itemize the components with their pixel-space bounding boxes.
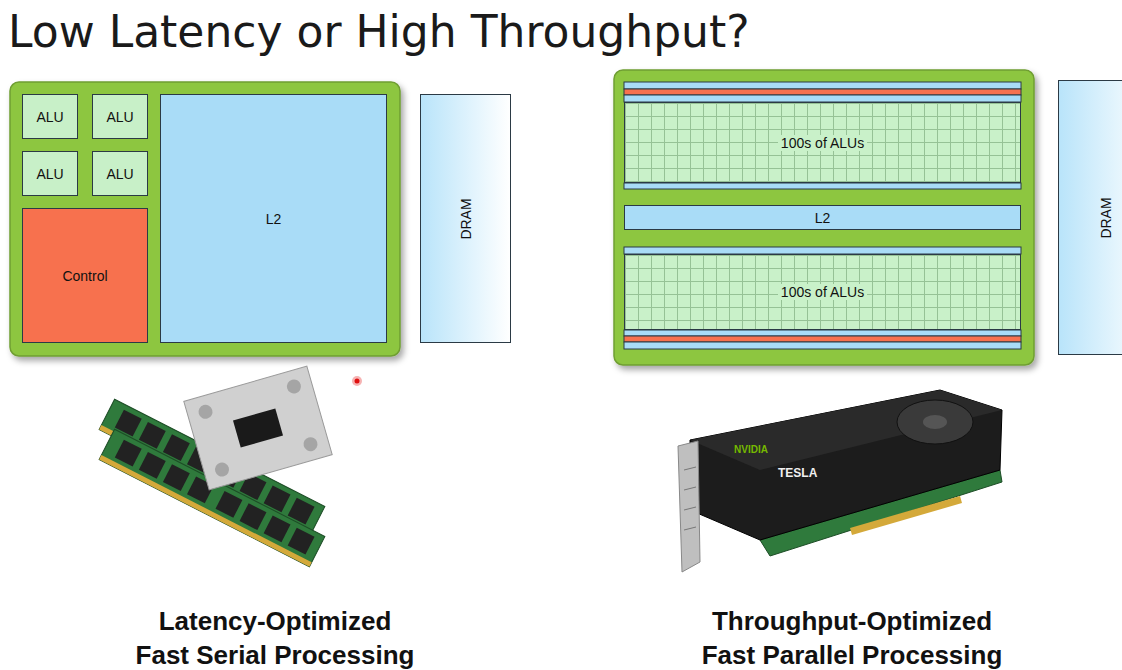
alu-box: ALU bbox=[92, 94, 148, 139]
cpu-package-part bbox=[197, 403, 214, 420]
gpu-card-part bbox=[684, 467, 696, 470]
gpu-card bbox=[678, 390, 1002, 572]
gpu-card-part bbox=[684, 507, 696, 510]
node-text: ALU bbox=[106, 109, 133, 125]
gpu-card-part bbox=[678, 441, 700, 572]
gpu-chip-part bbox=[624, 89, 1021, 95]
cpu-chip-part bbox=[10, 82, 400, 356]
node-text: Control bbox=[62, 268, 107, 284]
node-text: L2 bbox=[815, 210, 831, 226]
gpu-chip-part bbox=[624, 330, 1021, 336]
ram-sticks-part-part bbox=[240, 503, 267, 530]
caption-text: Fast Parallel Processing bbox=[602, 640, 1102, 670]
gpu-card-part bbox=[690, 390, 1002, 470]
product-text: TESLA bbox=[778, 466, 817, 480]
gpu-chip-part bbox=[624, 247, 1021, 254]
alu-array: 100s of ALUs bbox=[624, 254, 1021, 330]
gpu-card-part bbox=[684, 487, 696, 490]
ram-sticks-part-part bbox=[215, 491, 242, 518]
dram-box: DRAM bbox=[1058, 80, 1122, 355]
gpu-chip-part bbox=[624, 95, 1021, 102]
cursor-dot bbox=[352, 376, 362, 386]
ram-sticks-part-part bbox=[288, 528, 315, 555]
brand-text: NVIDIA bbox=[734, 444, 768, 455]
cursor-dot-part bbox=[355, 379, 360, 384]
ram-sticks-part-part bbox=[163, 464, 190, 491]
cpu-package-part bbox=[213, 461, 230, 478]
cpu-package-part bbox=[233, 408, 283, 447]
node-text: L2 bbox=[266, 211, 282, 227]
alu-box: ALU bbox=[92, 151, 148, 196]
gpu-card-part bbox=[684, 527, 696, 530]
node-text: DRAM bbox=[1098, 197, 1114, 238]
node-text: DRAM bbox=[457, 198, 473, 239]
caption-text: Fast Serial Processing bbox=[25, 640, 525, 670]
gpu-chip bbox=[614, 70, 1034, 365]
gpu-chip-part bbox=[624, 342, 1021, 349]
cache-box: L2 bbox=[624, 205, 1021, 230]
cursor-dot-part bbox=[352, 376, 362, 386]
node-text: 100s of ALUs bbox=[778, 284, 867, 300]
caption-text: Throughput-Optimized bbox=[602, 606, 1102, 637]
cpu-chip bbox=[10, 82, 400, 356]
slide-title: Low Latency or High Throughput? bbox=[8, 6, 750, 57]
alu-box: ALU bbox=[22, 151, 78, 196]
alu-array: 100s of ALUs bbox=[624, 102, 1021, 183]
gpu-card-part bbox=[690, 390, 1002, 540]
gpu-chip-part bbox=[614, 70, 1034, 365]
dram-box: DRAM bbox=[420, 94, 511, 343]
gpu-card-part bbox=[897, 400, 973, 444]
node-text: 100s of ALUs bbox=[778, 135, 867, 151]
gpu-chip-part bbox=[624, 82, 1021, 89]
node-text: ALU bbox=[36, 166, 63, 182]
cpu-package-part bbox=[285, 378, 302, 395]
gpu-card-part bbox=[923, 415, 947, 429]
cache-box: L2 bbox=[160, 94, 387, 343]
ram-sticks-part-part bbox=[139, 452, 166, 479]
cpu-package-part bbox=[184, 366, 332, 490]
node-text: ALU bbox=[36, 109, 63, 125]
ram-sticks-part-part bbox=[264, 515, 291, 542]
cpu-package-part bbox=[302, 436, 319, 453]
gpu-chip-part bbox=[624, 183, 1021, 189]
ram-sticks-part-part bbox=[115, 440, 142, 467]
caption-text: Latency-Optimized bbox=[25, 606, 525, 637]
alu-box: ALU bbox=[22, 94, 78, 139]
node-text: ALU bbox=[106, 166, 133, 182]
gpu-chip-part bbox=[624, 336, 1021, 342]
control-box: Control bbox=[22, 208, 148, 343]
cpu-package bbox=[184, 366, 332, 490]
